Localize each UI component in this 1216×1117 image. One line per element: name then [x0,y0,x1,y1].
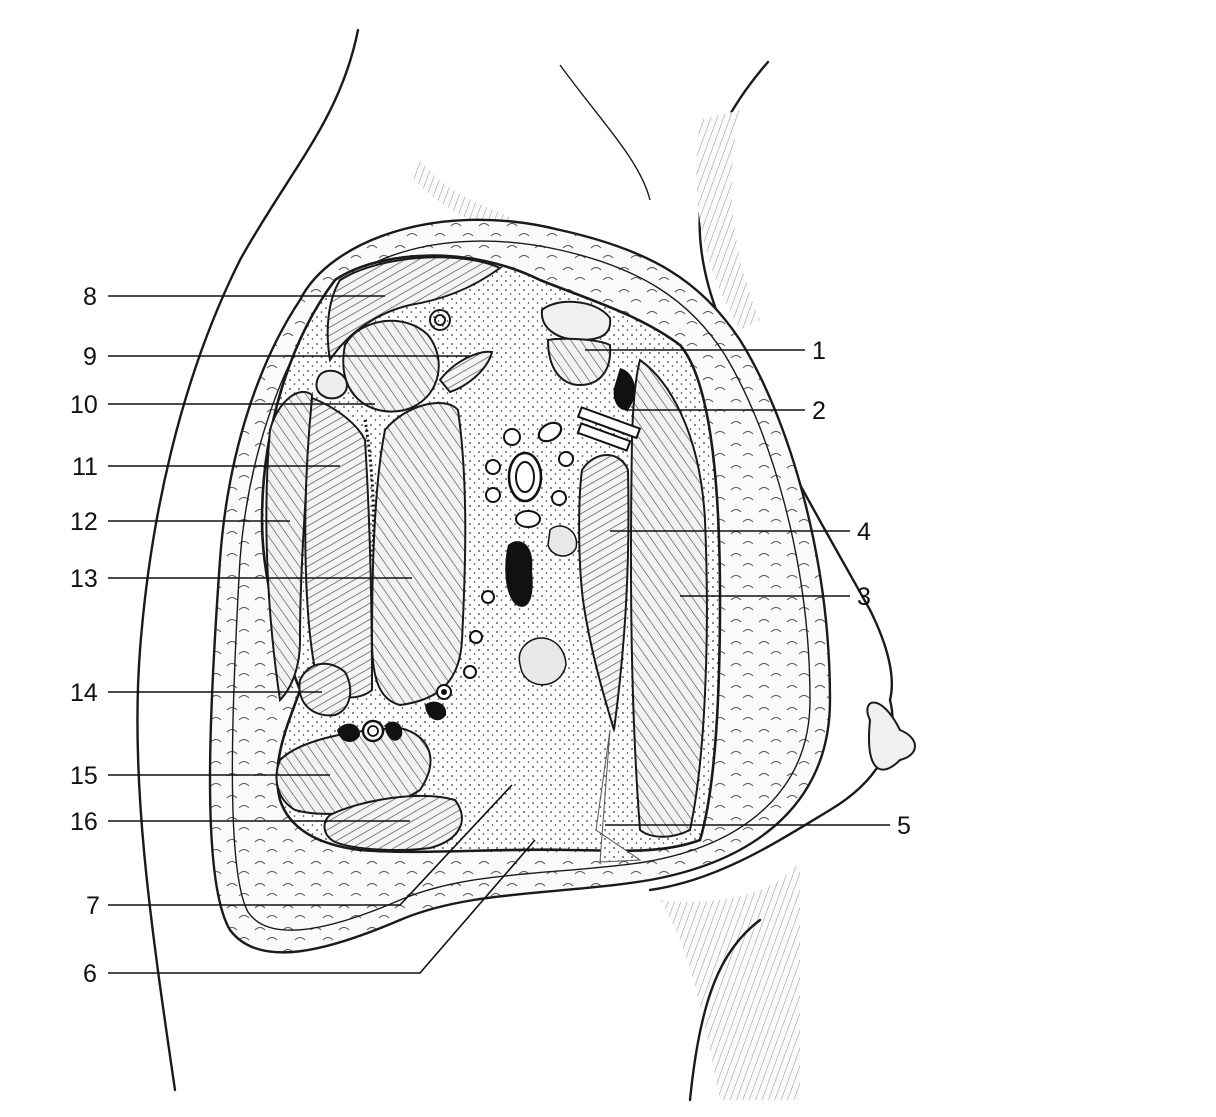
label-8: 8 [83,283,97,311]
label-12: 12 [70,508,98,536]
label-13: 13 [70,565,98,593]
label-5: 5 [897,812,911,840]
label-16: 16 [70,808,98,836]
label-10: 10 [70,391,98,419]
label-14: 14 [70,679,98,707]
scapula-tip [316,371,346,399]
subscapularis [305,398,372,698]
label-6: 6 [83,960,97,988]
label-15: 15 [70,762,98,790]
label-1: 1 [812,337,826,365]
label-3: 3 [857,583,871,611]
label-11: 11 [72,453,98,481]
label-7: 7 [86,892,100,920]
serratus-anterior-lower [299,664,350,716]
latissimus-dorsi [372,403,465,705]
label-2: 2 [812,397,826,425]
label-4: 4 [857,518,871,546]
label-9: 9 [83,343,97,371]
humerus [343,321,438,412]
